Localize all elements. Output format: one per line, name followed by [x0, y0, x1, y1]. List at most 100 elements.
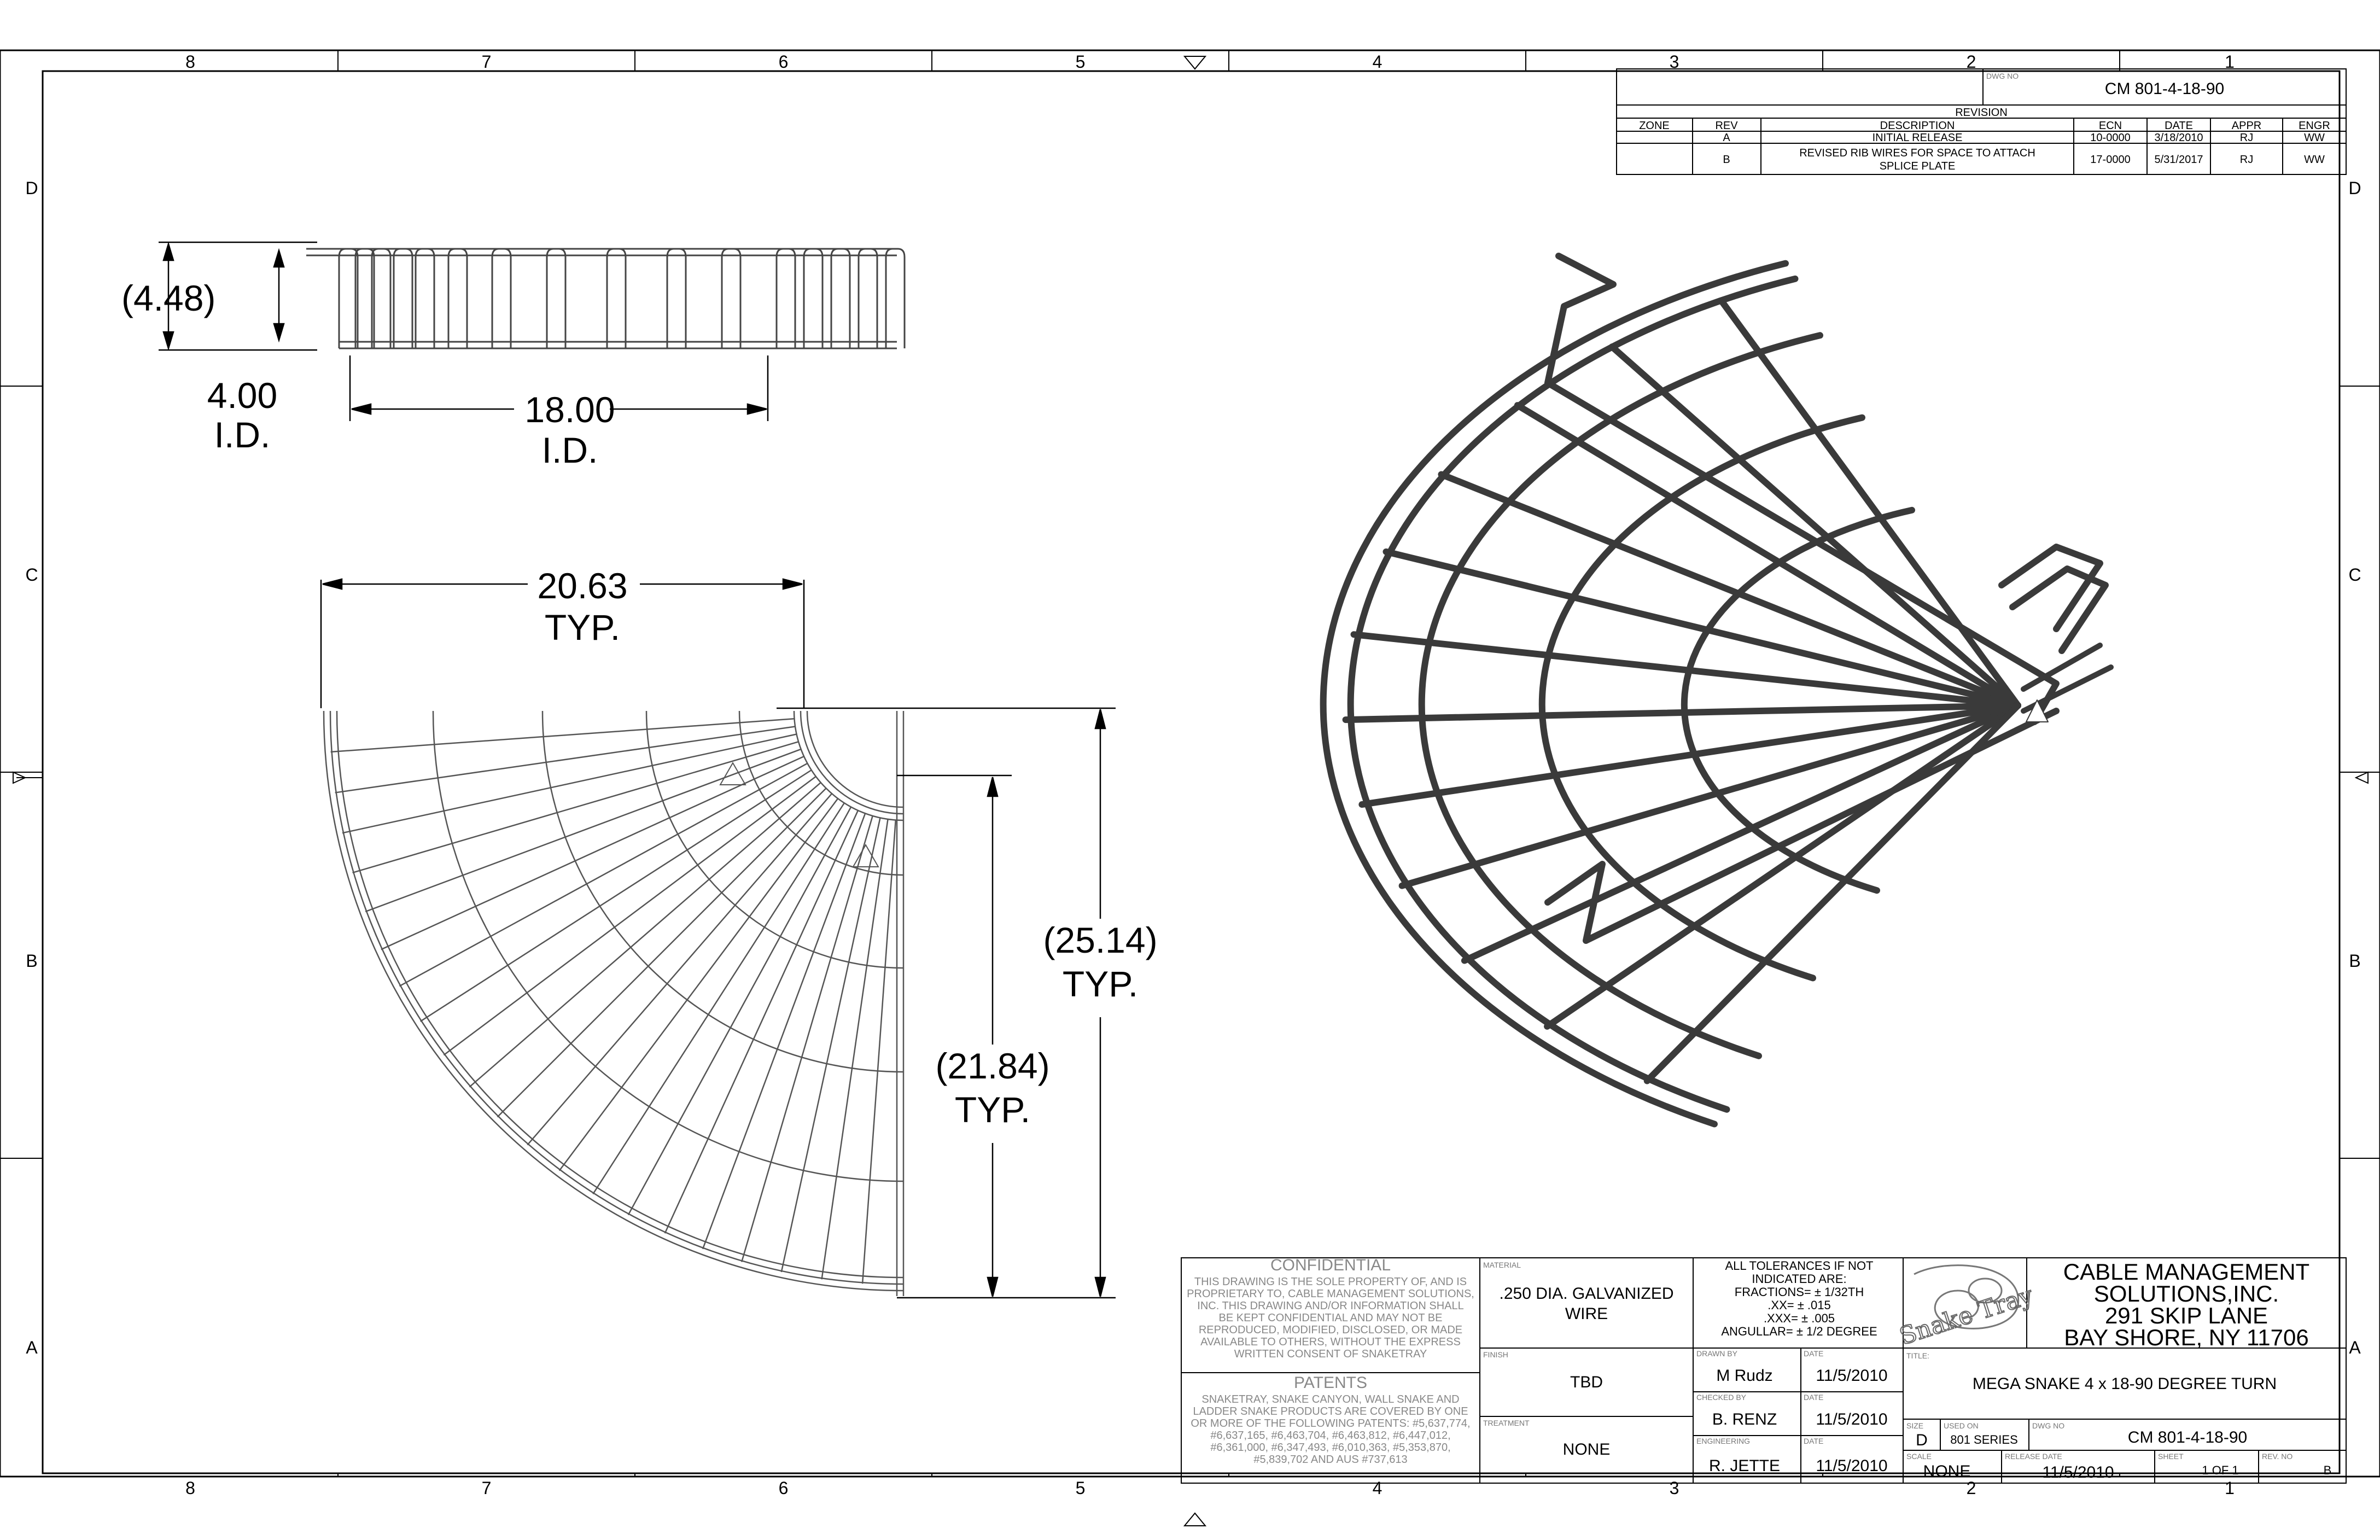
drawn-date-value: 11/5/2010	[1816, 1367, 1887, 1385]
revision-header: REV	[1715, 120, 1738, 132]
zone-column-label-top: 3	[1670, 52, 1679, 72]
revision-header: APPR	[2232, 120, 2261, 132]
revision-date: 5/31/2017	[2155, 154, 2203, 166]
inner-width-dimension: 18.00	[524, 389, 615, 430]
isometric-view	[1320, 253, 2114, 1128]
confidential-line: THIS DRAWING IS THE SOLE PROPERTY OF, AN…	[1194, 1276, 1467, 1288]
outer-length-dimension: (25.14)	[1043, 920, 1157, 960]
treatment-label: TREATMENT	[1483, 1419, 1530, 1427]
revision-rev: A	[1723, 132, 1730, 144]
inner-height-dimension: 4.00	[207, 375, 277, 416]
company-name: CABLE MANAGEMENT	[2063, 1259, 2309, 1285]
confidential-line: AVAILABLE TO OTHERS, WITHOUT THE EXPRESS	[1200, 1336, 1461, 1348]
confidential-line: REPRODUCED, MODIFIED, DISCLOSED, OR MADE	[1199, 1324, 1462, 1336]
zone-column-label-bottom: 2	[1967, 1478, 1976, 1498]
checked-by-value: B. RENZ	[1712, 1410, 1777, 1428]
zone-column-label-bottom: 3	[1670, 1478, 1679, 1498]
zone-row-label-left: C	[25, 565, 38, 585]
revision-dwg-no-label: DWG NO	[1986, 72, 2019, 80]
inner-length-dimension: (21.84)	[935, 1046, 1049, 1086]
zone-column-label-top: 6	[779, 52, 789, 72]
confidential-text: THIS DRAWING IS THE SOLE PROPERTY OF, AN…	[1187, 1276, 1474, 1360]
release-date-value: 11/5/2010	[2042, 1463, 2114, 1481]
company-suffix: SOLUTIONS,INC.	[2094, 1281, 2279, 1306]
checked-by-label: CHECKED BY	[1696, 1393, 1747, 1402]
drawn-by-value: M Rudz	[1716, 1367, 1772, 1385]
revision-ecn: 10-0000	[2090, 132, 2130, 144]
treatment-value: NONE	[1563, 1440, 1611, 1459]
confidential-line: BE KEPT CONFIDENTIAL AND MAY NOT BE	[1219, 1312, 1443, 1324]
tolerance-line: INDICATED ARE:	[1752, 1272, 1846, 1286]
checked-date-label: DATE	[1804, 1393, 1823, 1402]
inner-width-unit: I.D.	[542, 430, 598, 470]
revision-header: ECN	[2099, 120, 2122, 132]
patents-title: PATENTS	[1294, 1374, 1367, 1392]
revision-dwg-no: CM 801-4-18-90	[2105, 80, 2224, 98]
size-label: SIZE	[1906, 1421, 1923, 1430]
title-block	[1181, 1257, 2347, 1484]
company-city: BAY SHORE, NY 11706	[2064, 1325, 2308, 1350]
zone-row-label-left: B	[26, 951, 37, 971]
side-view	[306, 248, 906, 349]
tolerance-line: FRACTIONS= ± 1/32TH	[1735, 1285, 1864, 1299]
zone-ticks	[0, 50, 2380, 1477]
used-on-label: USED ON	[1944, 1421, 1979, 1430]
sheet-label: SHEET	[2158, 1452, 2184, 1461]
zone-column-label-bottom: 4	[1373, 1478, 1382, 1498]
rev-no-value: B	[2324, 1463, 2332, 1477]
zone-row-label-right: B	[2349, 951, 2360, 971]
engineering-date-value: 11/5/2010	[1816, 1457, 1887, 1475]
revision-appr: RJ	[2240, 132, 2253, 144]
release-date-label: RELEASE DATE	[2005, 1452, 2062, 1461]
dwg-no-value: CM 801-4-18-90	[2128, 1428, 2247, 1446]
zone-column-label-top: 8	[185, 52, 195, 72]
drawn-by-label: DRAWN BY	[1696, 1349, 1738, 1358]
revision-title: REVISION	[1955, 107, 2008, 119]
top-view	[323, 710, 905, 1296]
zone-row-label-left: A	[26, 1338, 38, 1357]
side-view-dimensions	[159, 241, 769, 421]
revision-description: INITIAL RELEASE	[1872, 132, 1963, 144]
rev-no-label: REV. NO	[2262, 1452, 2292, 1461]
engineering-label: ENGINEERING	[1696, 1437, 1750, 1445]
zone-column-label-bottom: 8	[185, 1478, 195, 1498]
revision-engr: WW	[2304, 132, 2325, 144]
size-value: D	[1916, 1431, 1928, 1449]
inner-height-unit: I.D.	[214, 415, 271, 455]
inner-length-unit: TYP.	[955, 1089, 1030, 1130]
material-line1: .250 DIA. GALVANIZED	[1500, 1285, 1674, 1303]
zone-row-label-right: D	[2348, 178, 2361, 198]
revision-ecn: 17-0000	[2090, 154, 2130, 166]
zone-column-label-top: 7	[482, 52, 492, 72]
revision-header: DATE	[2165, 120, 2193, 132]
tolerance-line: .XXX= ± .005	[1764, 1311, 1835, 1325]
scale-label: SCALE	[1906, 1452, 1932, 1461]
confidential-title: CONFIDENTIAL	[1270, 1256, 1391, 1274]
finish-label: FINISH	[1483, 1350, 1508, 1359]
material-label: MATERIAL	[1483, 1261, 1521, 1269]
title-label: TITLE:	[1906, 1351, 1929, 1360]
dwg-no-label: DWG NO	[2032, 1421, 2064, 1430]
zone-column-label-bottom: 7	[482, 1478, 492, 1498]
top-view-dimensions	[320, 578, 1116, 1299]
company-street: 291 SKIP LANE	[2105, 1303, 2268, 1328]
zone-row-label-left: D	[25, 178, 38, 198]
height-dimension: (4.48)	[121, 278, 215, 318]
top-width-dimension: 20.63	[537, 565, 627, 606]
drawing-title: MEGA SNAKE 4 x 18-90 DEGREE TURN	[1973, 1375, 2277, 1393]
revision-appr: RJ	[2240, 154, 2253, 166]
tolerance-line: ALL TOLERANCES IF NOT	[1725, 1259, 1873, 1273]
patent-line: SNAKETRAY, SNAKE CANYON, WALL SNAKE AND	[1201, 1393, 1459, 1405]
material-line2: WIRE	[1565, 1305, 1608, 1323]
revision-description-cont: SPLICE PLATE	[1880, 160, 1956, 172]
revision-engr: WW	[2304, 154, 2325, 166]
revision-date: 3/18/2010	[2155, 132, 2203, 144]
tolerance-line: .XX= ± .015	[1768, 1298, 1830, 1312]
patent-line: #6,361,000, #6,347,493, #6,010,363, #5,3…	[1210, 1442, 1450, 1454]
used-on-value: 801 SERIES	[1950, 1433, 2018, 1446]
zone-column-label-top: 5	[1076, 52, 1086, 72]
zone-column-label-bottom: 5	[1076, 1478, 1086, 1498]
outer-length-unit: TYP.	[1063, 964, 1138, 1004]
